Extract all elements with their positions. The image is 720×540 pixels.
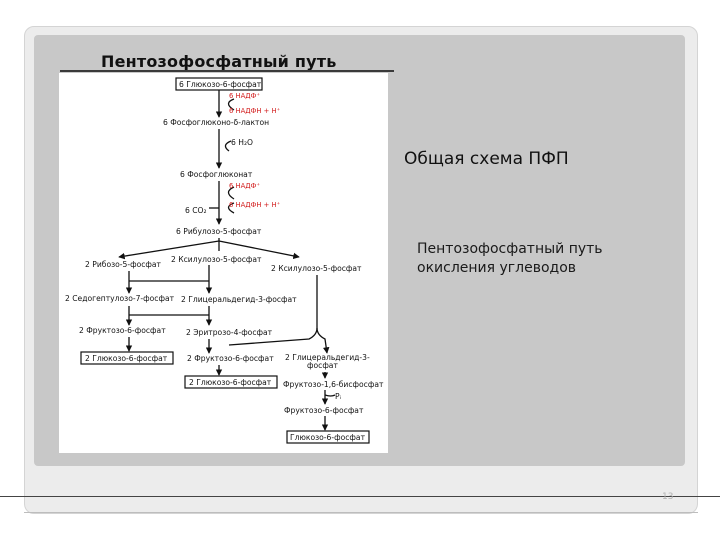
glucose-bottom-label: Глюкозо-6-фосфат bbox=[290, 433, 366, 442]
caption-sub-line2: окисления углеводов bbox=[417, 260, 577, 276]
nadp-label-1: 6 НАДФ⁺ bbox=[229, 92, 260, 100]
co2-label: 6 CO₂ bbox=[185, 206, 207, 215]
glucose-left-box bbox=[80, 351, 174, 365]
caption-main: Общая схема ПФП bbox=[404, 149, 569, 169]
water-label: 6 H₂O bbox=[231, 138, 253, 147]
arrow-to-xylulose-right bbox=[218, 240, 300, 260]
glyceraldehyde-label-line1: 2 Глицеральдегид-3- bbox=[285, 353, 370, 362]
gluconate-label: 6 Фосфоглюконат bbox=[180, 170, 253, 179]
fructose-bottom-label: Фруктозо-6-фосфат bbox=[284, 406, 364, 415]
nadph-label-2: 6 НАДФН + Н⁺ bbox=[229, 201, 281, 209]
fructose-left-label: 2 Фруктозо-6-фосфат bbox=[79, 326, 166, 335]
title-underline bbox=[60, 70, 394, 72]
nadp-label-2: 6 НАДФ⁺ bbox=[229, 182, 260, 190]
footer-line bbox=[24, 512, 698, 513]
ribulose-label: 6 Рибулозо-5-фосфат bbox=[176, 227, 262, 236]
glucose-mid-label: 2 Глюкозо-6-фосфат bbox=[189, 378, 272, 387]
cofactor-arc-3 bbox=[227, 202, 235, 214]
pi-arc bbox=[324, 394, 336, 397]
sedoheptulose-label: 2 Седогептулозо-7-фосфат bbox=[65, 294, 175, 303]
pathway-svg: 6 Глюкозо-6-фосфат 6 НАДФ⁺ 6 НАДФН + Н⁺ … bbox=[65, 77, 384, 444]
glucose-left-label: 2 Глюкозо-6-фосфат bbox=[85, 354, 168, 363]
caption-sub: Пентозофосфатный путь окисления углеводо… bbox=[417, 240, 603, 278]
nadph-label-1: 6 НАДФН + Н⁺ bbox=[229, 107, 281, 115]
glyceraldehyde-2-label: 2 Глицеральдегид-3-фосфат bbox=[181, 295, 297, 304]
glucose-mid-box bbox=[184, 375, 278, 389]
xylulose-right-down bbox=[316, 327, 330, 354]
footer-rule bbox=[0, 496, 720, 497]
slide-title: Пентозофосфатный путь bbox=[101, 52, 337, 71]
caption-sub-line1: Пентозофосфатный путь bbox=[417, 241, 603, 257]
arrow-to-ribose bbox=[118, 240, 220, 260]
glucose-bottom-box bbox=[286, 430, 370, 444]
page-number: 13 bbox=[662, 492, 674, 502]
xylulose-mid-label: 2 Ксилулозо-5-фосфат bbox=[171, 255, 262, 264]
cofactor-arc-2 bbox=[227, 186, 235, 200]
pentose-phosphate-pathway-diagram: 6 Глюкозо-6-фосфат 6 НАДФ⁺ 6 НАДФН + Н⁺ … bbox=[59, 73, 388, 453]
g6p-top-label: 6 Глюкозо-6-фосфат bbox=[179, 80, 262, 89]
erythrose-label: 2 Эритрозо-4-фосфат bbox=[186, 328, 273, 337]
water-arc bbox=[224, 140, 232, 152]
glyceraldehyde-label-line2: фосфат bbox=[307, 361, 338, 370]
fructose-mid-label: 2 Фруктозо-6-фосфат bbox=[187, 354, 274, 363]
xylulose-right-label: 2 Ксилулозо-5-фосфат bbox=[271, 264, 362, 273]
lactone-label: 6 Фосфоглюконо-δ-лактон bbox=[163, 118, 269, 127]
fbp-label: Фруктозо-1,6-бисфосфат bbox=[283, 380, 384, 389]
pi-label: Pᵢ bbox=[335, 392, 341, 401]
ribose-label: 2 Рибозо-5-фосфат bbox=[85, 260, 162, 269]
cofactor-arc-1 bbox=[227, 98, 235, 111]
